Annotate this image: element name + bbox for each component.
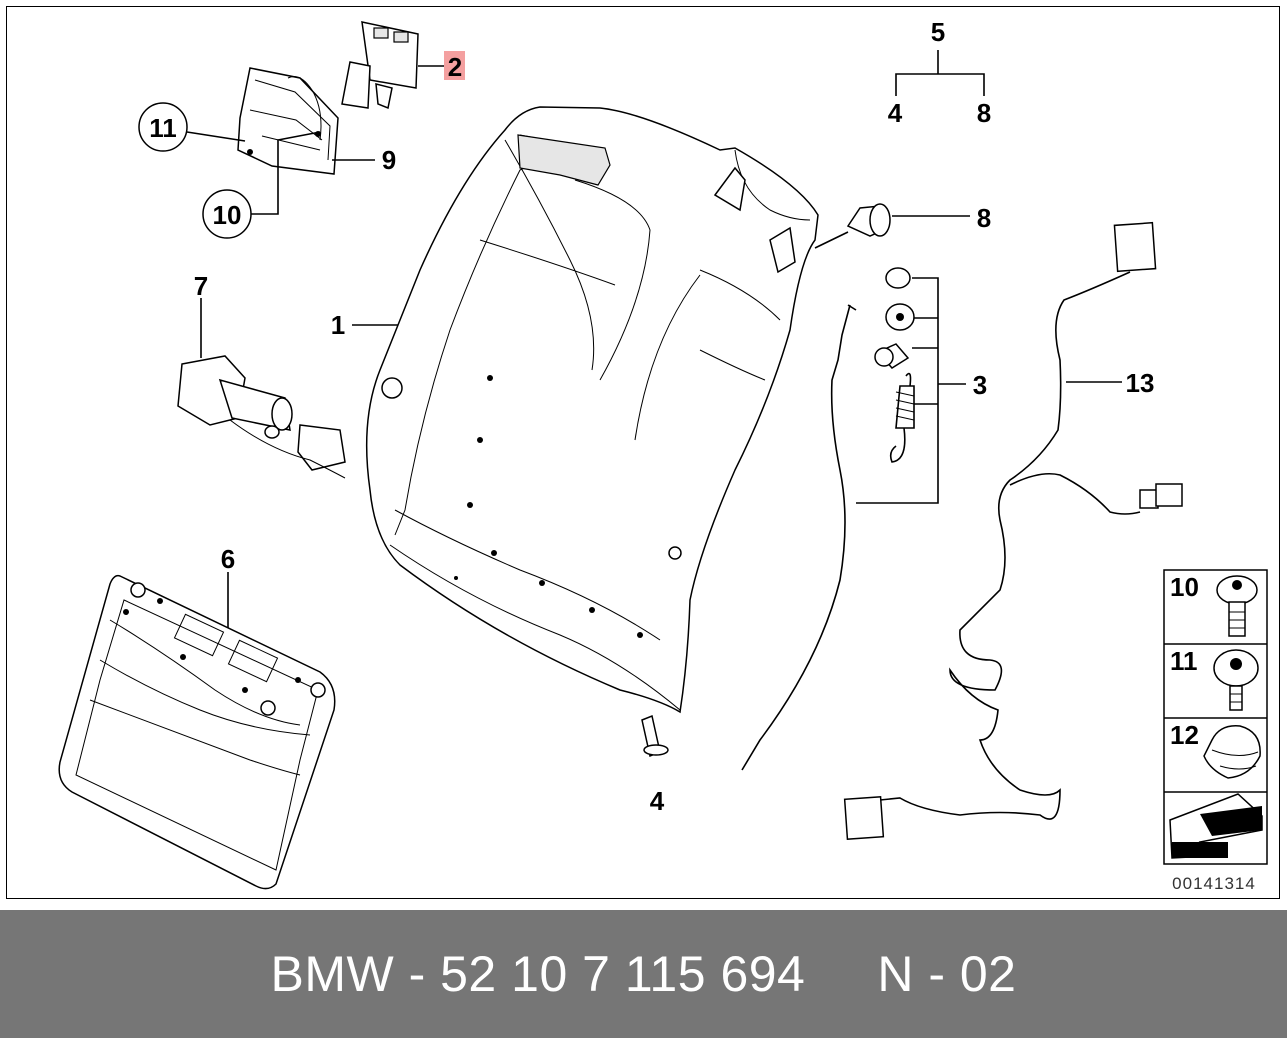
wiring-harness[interactable] — [843, 221, 1183, 841]
parts-diagram: 1 2 9 11 10 7 — [58, 17, 1268, 893]
back-panel[interactable] — [58, 574, 336, 890]
callout-6: 6 — [221, 544, 235, 574]
callout-13: 13 — [1126, 368, 1155, 398]
bowden-cable[interactable] — [741, 304, 851, 771]
legend-label-11: 11 — [1170, 646, 1198, 676]
hardware-legend: 10 11 12 — [1163, 569, 1268, 865]
push-pin-part[interactable] — [846, 203, 891, 237]
callout-3: 3 — [973, 370, 987, 400]
callout-11: 11 — [149, 113, 177, 143]
callout-9: 9 — [382, 145, 396, 175]
pin-part-bottom[interactable] — [641, 714, 669, 758]
callout-4-bottom: 4 — [650, 786, 665, 816]
part-number-caption: BMW - 52 10 7 115 694 N - 02 — [270, 946, 1017, 1002]
fastener-group-3[interactable] — [874, 267, 915, 463]
callout-4-top: 4 — [888, 98, 903, 128]
callout-5: 5 — [931, 17, 945, 47]
callout-8-right: 8 — [977, 203, 991, 233]
footer-bar: BMW - 52 10 7 115 694 N - 02 — [0, 910, 1287, 1038]
callout-7: 7 — [194, 271, 208, 301]
callout-2: 2 — [448, 52, 462, 82]
relay-part[interactable] — [341, 21, 419, 110]
legend-label-12: 12 — [1170, 720, 1199, 750]
torx-screw-icon — [1213, 649, 1259, 711]
seat-backrest[interactable] — [365, 106, 819, 714]
torx-bolt-icon — [1216, 575, 1258, 637]
legend-label-10: 10 — [1170, 572, 1199, 602]
bracket-part[interactable] — [237, 67, 339, 175]
motor-part[interactable] — [177, 355, 346, 479]
reference-arrow-icon — [1169, 793, 1263, 859]
clip-icon — [1203, 725, 1261, 779]
callout-10: 10 — [213, 200, 242, 230]
callout-8-top: 8 — [977, 98, 991, 128]
callout-1: 1 — [331, 310, 345, 340]
diagram-number: 00141314 — [1172, 874, 1256, 893]
callout-2-highlight — [444, 51, 465, 80]
